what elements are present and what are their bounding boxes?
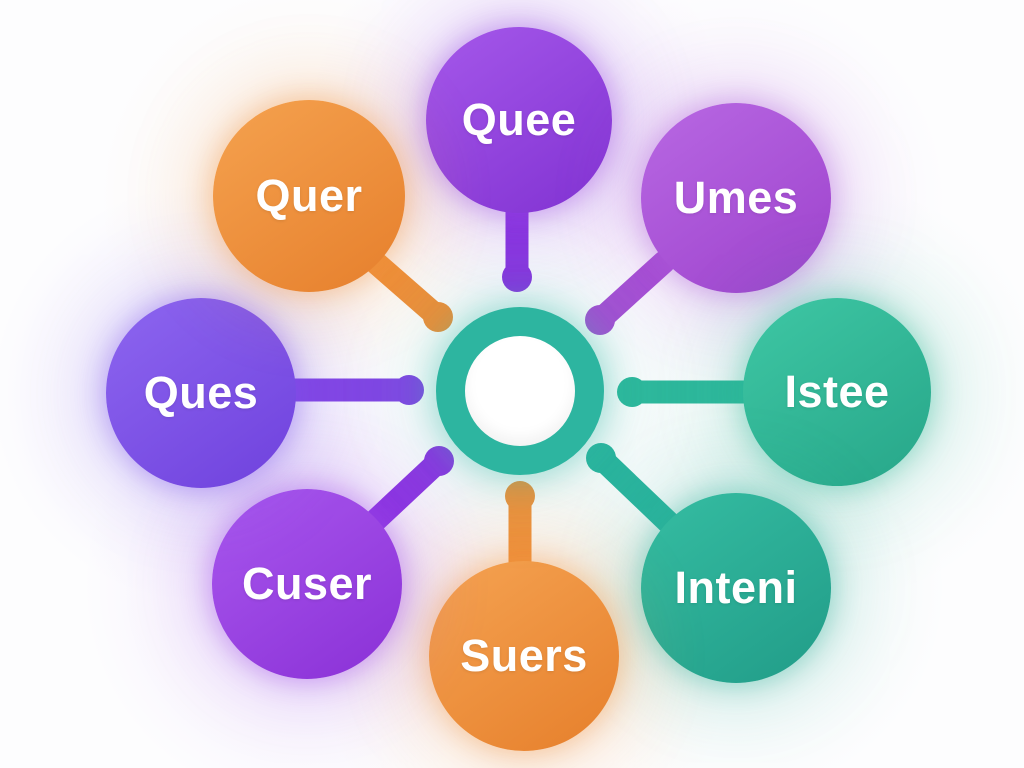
- spoke-inteni: [589, 446, 680, 534]
- node-ques-label: Ques: [143, 367, 259, 418]
- node-inteni: Inteni: [641, 493, 831, 683]
- node-quee: Quee: [426, 27, 612, 213]
- spoke-ques-cap: [394, 375, 424, 405]
- node-inteni-label: Inteni: [674, 562, 798, 613]
- spoke-quer-cap: [423, 302, 453, 332]
- spoke-quee-cap: [502, 262, 532, 292]
- node-umes-label: Umes: [673, 172, 799, 223]
- node-quer-label: Quer: [255, 170, 363, 221]
- node-istee-label: Istee: [784, 366, 890, 417]
- node-cuser-label: Cuser: [241, 558, 373, 609]
- node-quee-label: Quee: [461, 94, 577, 145]
- spoke-umes-cap: [585, 305, 615, 335]
- node-umes: Umes: [641, 103, 831, 293]
- spoke-cuser-cap: [424, 446, 454, 476]
- node-quer: Quer: [213, 100, 405, 292]
- node-ques: Ques: [106, 298, 296, 488]
- spoke-inteni-cap: [586, 443, 616, 473]
- node-suers: Suers: [429, 561, 619, 751]
- node-cuser: Cuser: [212, 489, 402, 679]
- node-suers-label: Suers: [460, 630, 588, 681]
- hub-ring: [436, 307, 604, 475]
- node-istee: Istee: [743, 298, 931, 486]
- spoke-istee-cap: [617, 377, 647, 407]
- spoke-suers-cap: [505, 481, 535, 511]
